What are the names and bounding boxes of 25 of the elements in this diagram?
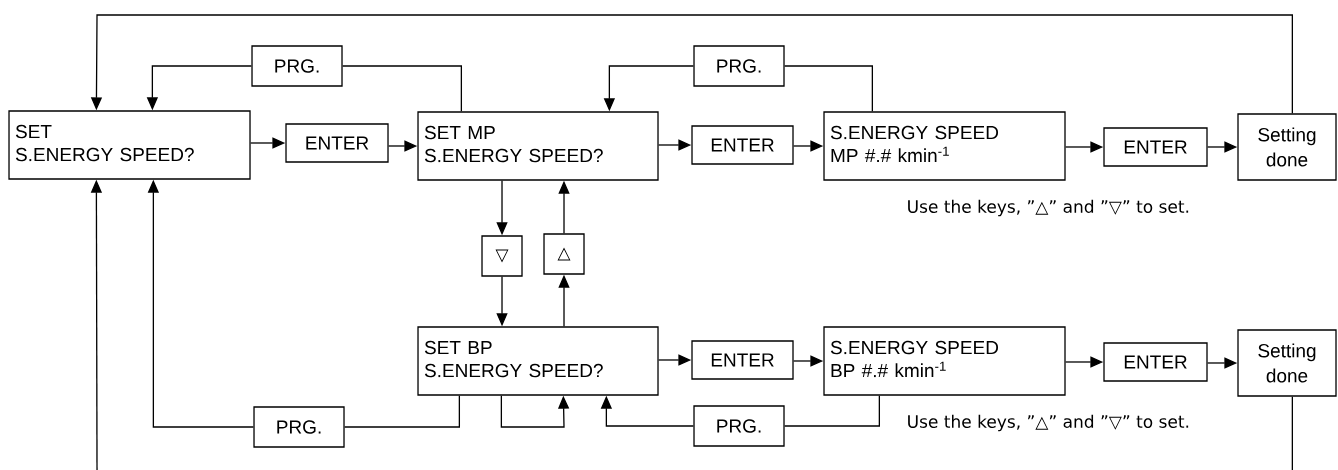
- key-box: ENTER: [285, 123, 389, 163]
- display-box: S.ENERGY SPEED BP #.# kmin$^{-1}$: [823, 326, 1066, 396]
- connector-line: [1291, 396, 1293, 470]
- display-box: S.ENERGY SPEED MP #.# kmin$^{-1}$: [823, 111, 1066, 181]
- connector-line: [784, 395, 880, 427]
- key-box: △: [543, 233, 585, 275]
- connector-line: [784, 65, 873, 112]
- status-box: Setting done: [1237, 329, 1337, 397]
- connector-line: [342, 65, 462, 112]
- note-text: Use the keys, ”△” and ”▽” to set.: [908, 199, 1189, 217]
- status-box: Setting done: [1237, 113, 1337, 181]
- key-box: ENTER: [691, 340, 794, 380]
- key-box: PRG.: [693, 45, 785, 87]
- display-box: SET MP S.ENERGY SPEED?: [417, 111, 659, 181]
- display-box: SET BP S.ENERGY SPEED?: [417, 326, 659, 396]
- connector-line: [344, 395, 460, 428]
- key-box: PRG.: [253, 406, 345, 448]
- key-box: ▽: [481, 235, 523, 277]
- key-box: ENTER: [691, 125, 794, 165]
- note-text: Use the keys, ”△” and ”▽” to set.: [908, 414, 1189, 432]
- key-box: PRG.: [693, 405, 785, 447]
- key-box: ENTER: [1103, 127, 1208, 167]
- key-box: PRG.: [251, 45, 343, 87]
- key-box: ENTER: [1103, 342, 1208, 382]
- display-box: SET S.ENERGY SPEED?: [8, 110, 251, 180]
